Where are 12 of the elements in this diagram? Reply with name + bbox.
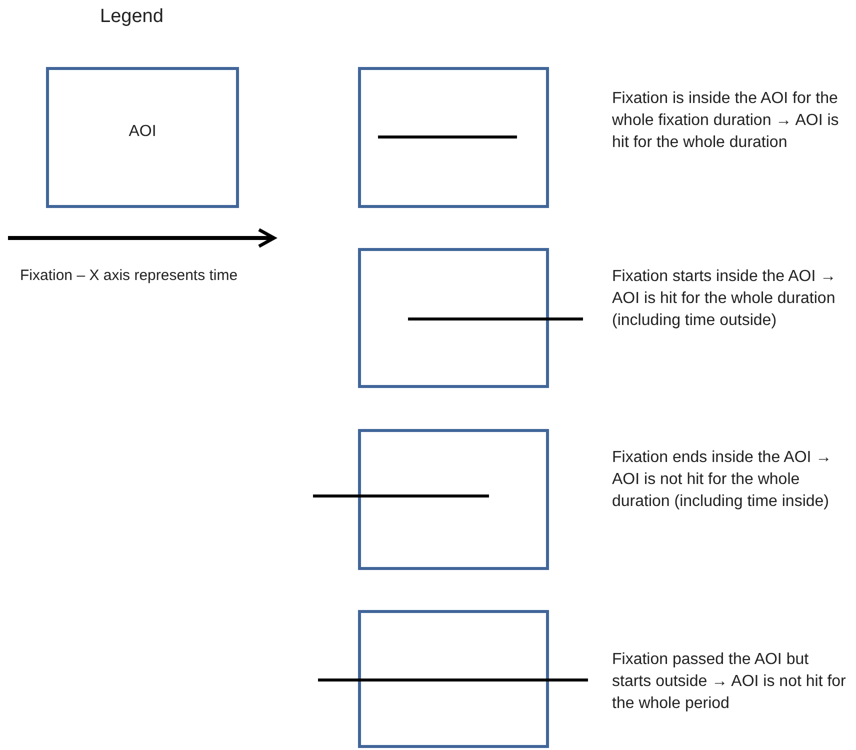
- description-text: Fixation starts inside the AOI → AOI is hit for the whole duration (including time outside): [612, 267, 838, 331]
- aoi-box: [358, 248, 549, 388]
- aoi-box: [358, 67, 549, 208]
- legend-text: Fixation – X axis represents time: [20, 266, 238, 286]
- aoi-box: [358, 429, 549, 570]
- aoi-box: [46, 67, 239, 208]
- description-text: Fixation passed the AOI but starts outside → AOI is not hit for the whole period: [612, 650, 847, 714]
- description-text: Fixation is inside the AOI for the whole fixation duration → AOI is hit for the whole duration: [612, 89, 840, 153]
- description-text: Fixation ends inside the AOI → AOI is not hit for the whole duration (including time inside): [612, 448, 833, 512]
- aoi-box: [358, 610, 549, 748]
- box-label: AOI: [128, 122, 158, 142]
- legend-heading: Legend: [100, 6, 164, 28]
